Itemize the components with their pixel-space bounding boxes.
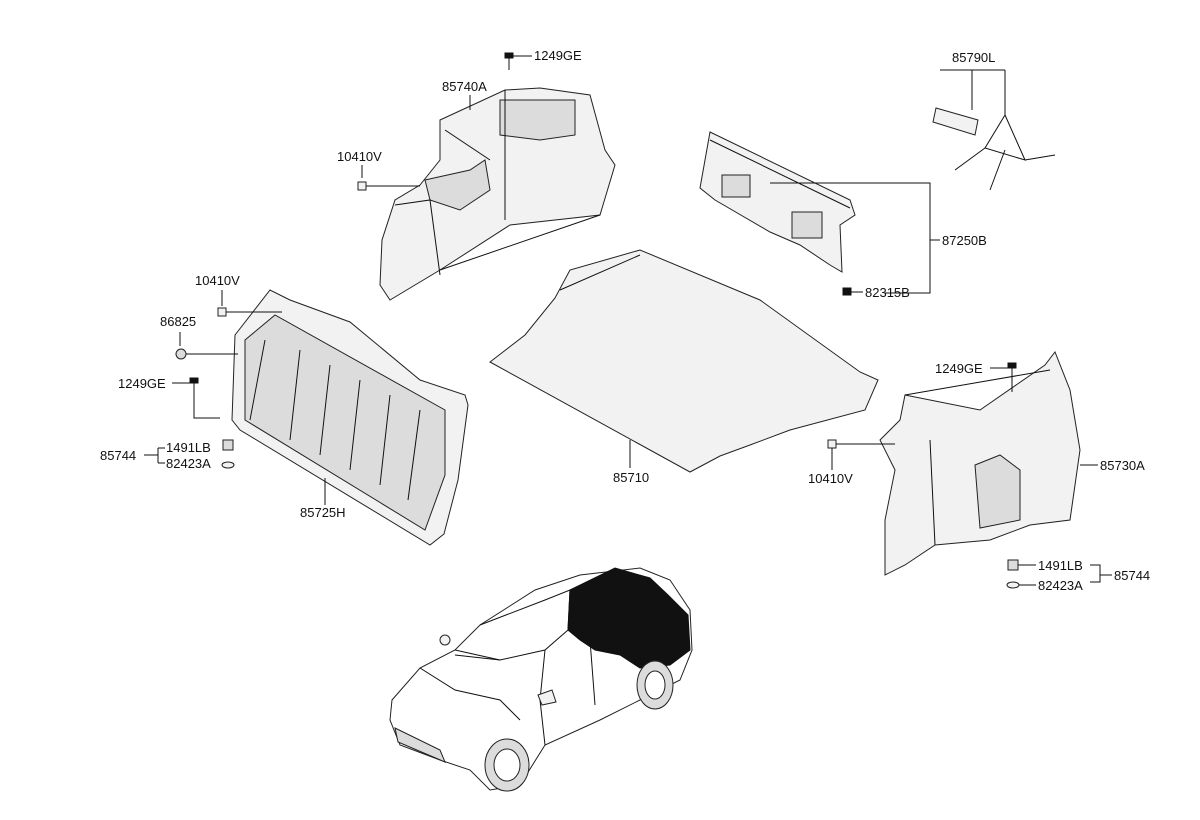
label-85730A: 85730A [1100, 458, 1145, 473]
label-85744-left: 85744 [100, 448, 136, 463]
label-10410V-top: 10410V [337, 149, 382, 164]
trunk-sill-trim-87250B [699, 131, 856, 273]
label-85725H: 85725H [300, 505, 346, 520]
clip-10410V-right [827, 439, 895, 470]
nut-86825 [175, 332, 238, 360]
warning-triangle-85790L [932, 69, 1056, 191]
label-10410V-right: 10410V [808, 471, 853, 486]
label-87250B: 87250B [942, 233, 987, 248]
label-1491LB-left: 1491LB [166, 440, 211, 455]
quarter-trim-right-85730A [879, 350, 1081, 576]
fastener-1491LB-right [1006, 559, 1036, 589]
seat-back-cover-85725H [231, 289, 469, 546]
clip-10410V-left [217, 290, 282, 317]
label-10410V-left: 10410V [195, 273, 240, 288]
luggage-mat-85710 [489, 249, 879, 473]
label-82315B: 82315B [865, 285, 910, 300]
label-86825: 86825 [160, 314, 196, 329]
bolt-1249GE-left [172, 377, 220, 419]
clip-10410V-top [357, 165, 420, 191]
clip-82315B [842, 287, 863, 296]
label-1249GE-top: 1249GE [534, 48, 582, 63]
label-85740A: 85740A [442, 79, 487, 94]
bolt-1249GE-top [504, 52, 532, 70]
bolt-1249GE-right [990, 362, 1017, 392]
fastener-1491LB-left [221, 439, 235, 469]
label-1249GE-right: 1249GE [935, 361, 983, 376]
label-82423A-right: 82423A [1038, 578, 1083, 593]
quarter-trim-left-85740A [379, 87, 616, 301]
label-85710: 85710 [613, 470, 649, 485]
label-85744-right: 85744 [1114, 568, 1150, 583]
car-illustration [389, 567, 693, 792]
label-1249GE-left: 1249GE [118, 376, 166, 391]
label-85790L: 85790L [952, 50, 995, 65]
label-82423A-left: 82423A [166, 456, 211, 471]
label-1491LB-right: 1491LB [1038, 558, 1083, 573]
